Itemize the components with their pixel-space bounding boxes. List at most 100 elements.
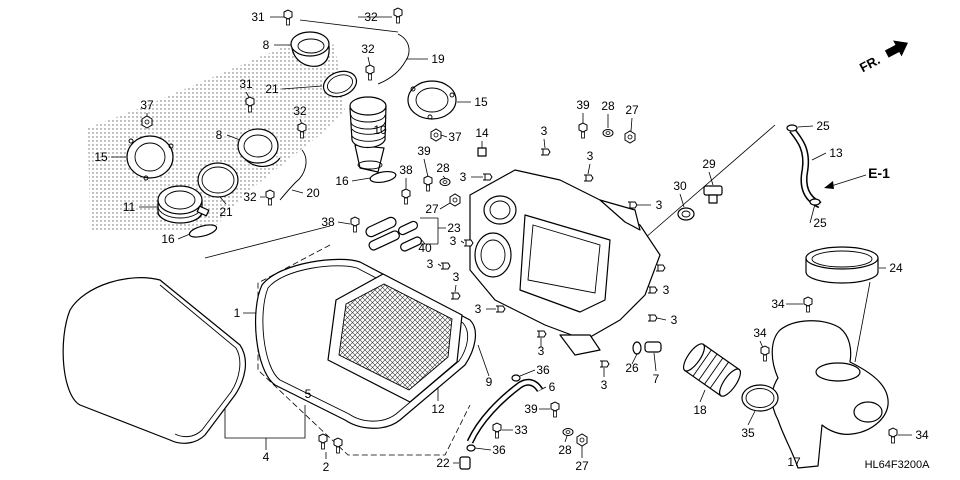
callout-label: 28: [558, 443, 572, 457]
callout-label: 40: [418, 241, 432, 255]
flange-15-left: [126, 135, 174, 181]
hose-13: [786, 124, 822, 209]
dotted-background-area: [88, 40, 345, 232]
callout-label: 28: [436, 161, 450, 175]
callout-label: 35: [741, 426, 755, 440]
callout-label: 3: [541, 124, 548, 138]
direction-label: FR.: [857, 52, 883, 75]
callout-label: 3: [538, 344, 545, 358]
callout-label: 32: [243, 190, 257, 204]
ring-21-upper: [322, 70, 358, 98]
callout-label: 3: [460, 170, 467, 184]
air-cleaner-case: [469, 169, 661, 356]
callout-label: 37: [448, 130, 462, 144]
callout-label: 15: [94, 150, 108, 164]
callout-label: 37: [140, 98, 154, 112]
callout-label: 13: [829, 146, 843, 160]
callout-label: 3: [453, 270, 460, 284]
callout-label: 16: [161, 232, 175, 246]
callout-label: 20: [306, 186, 320, 200]
callout-label: 28: [601, 99, 615, 113]
callout-label: 27: [625, 103, 639, 117]
callout-label: 31: [251, 10, 265, 24]
callout-label: 38: [321, 215, 335, 229]
callout-label: 6: [549, 380, 556, 394]
reference-label: E-1: [868, 165, 890, 181]
wire-19: [377, 33, 410, 85]
band-16-upper: [369, 170, 397, 184]
grommet-30: [677, 207, 695, 221]
callout-label: 22: [436, 456, 450, 470]
wire-20: [279, 149, 307, 201]
callout-label: 34: [771, 297, 785, 311]
callout-label: 7: [653, 372, 660, 386]
callout-label: 25: [813, 216, 827, 230]
front-direction-arrow-icon: FR.: [857, 40, 908, 75]
callout-label: 29: [702, 157, 716, 171]
callout-label: 17: [787, 455, 801, 469]
ring-21-lower: [197, 162, 239, 198]
intake-bell-lower: [237, 128, 281, 167]
air-cleaner-cover: [62, 277, 247, 444]
callout-label: 14: [475, 126, 489, 140]
callout-label: 21: [265, 82, 279, 96]
callout-label: 21: [219, 205, 233, 219]
callout-label: 34: [753, 326, 767, 340]
callout-label: 32: [361, 42, 375, 56]
part-14: [477, 147, 487, 157]
callout-label: 32: [293, 104, 307, 118]
tubes-23-40: [365, 216, 422, 252]
intake-bell-upper: [290, 31, 330, 67]
callout-label: 3: [475, 302, 482, 316]
callout-label: 27: [575, 459, 589, 473]
callout-label: 5: [305, 387, 312, 401]
corrugated-flange-11: [157, 185, 210, 224]
callout-label: 25: [816, 119, 830, 133]
callout-label: 8: [263, 38, 270, 52]
callout-label: 36: [536, 363, 550, 377]
callout-label: 10: [373, 123, 387, 137]
callout-label: 39: [524, 402, 538, 416]
figure-code: HL64F3200A: [865, 459, 930, 471]
callout-label: 9: [486, 375, 493, 389]
callout-label: 12: [431, 402, 445, 416]
callout-label: 26: [625, 361, 639, 375]
ring-24: [805, 246, 879, 284]
callout-label: 39: [417, 144, 431, 158]
callout-label: 33: [514, 423, 528, 437]
callout-label: 38: [399, 163, 413, 177]
callout-label: 27: [425, 202, 439, 216]
callout-label: 30: [673, 179, 687, 193]
callout-label: 32: [364, 10, 378, 24]
callout-label: 1: [234, 306, 241, 320]
o-ring-26: [632, 341, 642, 355]
callouts: 31 32 8 32 19 21 31 15 37 32 39 28 27 25…: [94, 10, 929, 474]
callout-label: 3: [656, 198, 663, 212]
callout-label: 18: [693, 403, 707, 417]
callout-label: 24: [889, 261, 903, 275]
callout-label: 4: [263, 450, 270, 464]
band-16-lower: [188, 224, 218, 238]
leader-lines: [111, 16, 912, 464]
callout-label: 3: [587, 149, 594, 163]
callout-label: 3: [601, 378, 608, 392]
callout-label: 2: [323, 460, 330, 474]
callout-label: 3: [427, 257, 434, 271]
callout-label: 3: [663, 283, 670, 297]
flange-15-right: [407, 80, 457, 120]
plug-22: [459, 456, 471, 470]
callout-label: 39: [576, 98, 590, 112]
sensor-29: [703, 185, 723, 204]
part-7: [644, 341, 662, 353]
duct-17: [771, 320, 889, 469]
callout-label: 36: [492, 443, 506, 457]
air-filter-element: [327, 273, 463, 403]
corrugated-tube-10: [349, 96, 387, 173]
callout-label: 3: [671, 313, 678, 327]
reference-arrow-icon: [824, 174, 867, 189]
callout-label: 16: [335, 174, 349, 188]
callout-label: 15: [474, 95, 488, 109]
callout-label: 11: [123, 200, 136, 214]
callout-label: 3: [450, 234, 457, 248]
callout-label: 31: [239, 77, 253, 91]
